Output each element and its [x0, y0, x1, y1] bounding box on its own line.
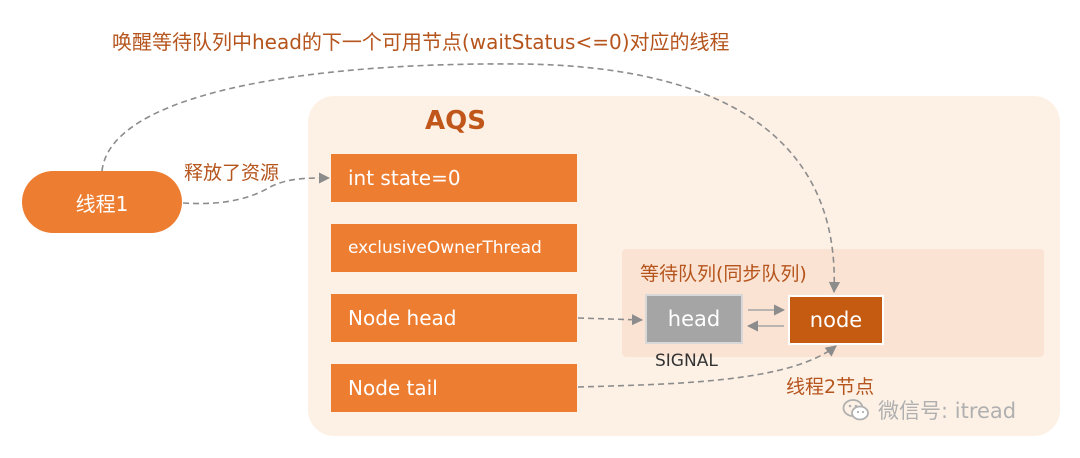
tail-pointer-arrow [577, 345, 837, 388]
field-exclusive-owner-thread: exclusiveOwnerThread [331, 224, 577, 272]
queue-next-node: node [788, 295, 884, 345]
watermark-text: 微信号: itread [878, 399, 1017, 423]
wake-arc [101, 63, 841, 294]
aqs-title: AQS [425, 106, 486, 136]
wait-queue-title: 等待队列(同步队列) [640, 263, 807, 285]
top-caption: 唤醒等待队列中head的下一个可用节点(waitStatus<=0)对应的线程 [112, 30, 730, 54]
queue-head-node: head [645, 294, 743, 344]
field-node-tail: Node tail [331, 364, 577, 412]
release-label: 释放了资源 [184, 162, 280, 184]
thread2-node-label: 线程2节点 [786, 376, 875, 398]
field-node-head: Node head [331, 294, 577, 342]
field-state: int state=0 [331, 154, 577, 202]
wechat-icon [842, 399, 869, 421]
release-arrow [182, 172, 331, 205]
watermark: 微信号: itread [842, 395, 1016, 425]
head-pointer-arrow [577, 314, 644, 326]
thread1-node: 线程1 [22, 171, 182, 233]
head-status-label: SIGNAL [655, 351, 718, 371]
